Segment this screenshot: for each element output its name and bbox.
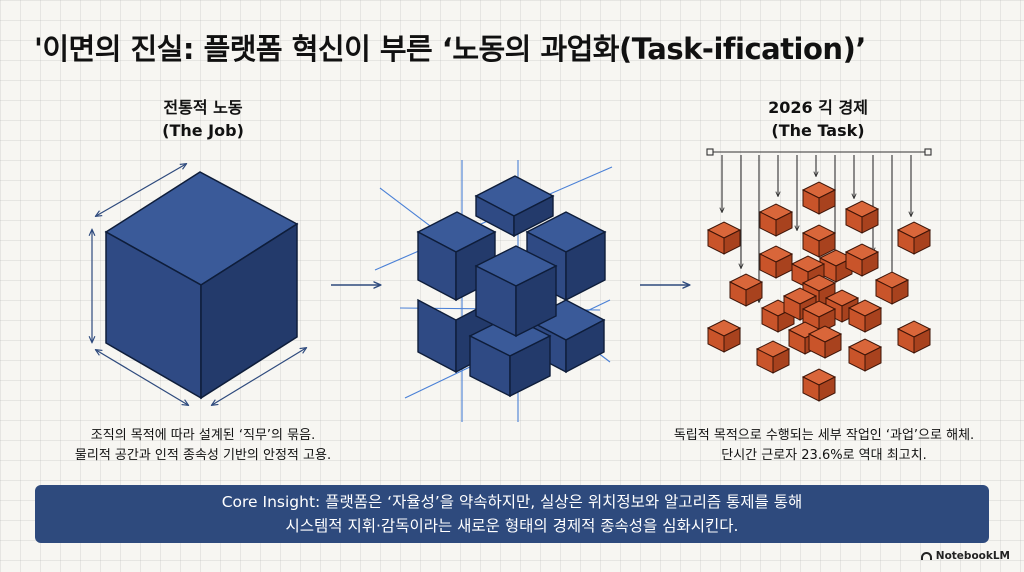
- traditional-labor-description: 조직의 목적에 따라 설계된 ‘직무’의 묶음. 물리적 공간과 인적 종속성 …: [3, 426, 403, 466]
- notebooklm-logo-icon: [920, 552, 932, 560]
- core-insight-panel: Core Insight: 플랫폼은 ‘자율성’을 약속하지만, 실상은 위치정…: [35, 485, 989, 543]
- page-title: '이면의 진실: 플랫폼 혁신이 부른 ‘노동의 과업화(Task-ificat…: [34, 32, 866, 66]
- gig-economy-description-line2: 단시간 근로자 23.6%로 역대 최고치.: [721, 448, 927, 463]
- task-cubes: [706, 181, 932, 402]
- task-cube: [706, 319, 742, 353]
- gig-economy-heading: 2026 긱 경제 (The Task): [718, 96, 918, 142]
- task-cube: [844, 243, 880, 277]
- task-cube: [844, 200, 880, 234]
- traditional-labor-description-line1: 조직의 목적에 따라 설계된 ‘직무’의 묶음.: [90, 428, 316, 443]
- job-cube: [104, 171, 299, 400]
- brand-label: NotebookLM: [935, 550, 1010, 562]
- traditional-labor-description-line2: 물리적 공간과 인적 종속성 기반의 안정적 고용.: [74, 448, 332, 463]
- notebooklm-brand: NotebookLM: [920, 550, 1010, 562]
- fragmenting-cube: [374, 160, 613, 422]
- task-cube: [896, 320, 932, 354]
- gig-economy-description-line1: 독립적 목적으로 수행되는 세부 작업인 ‘과업’으로 해체.: [673, 428, 975, 443]
- task-cube: [847, 338, 883, 372]
- task-cube: [801, 368, 837, 402]
- gig-economy-description: 독립적 목적으로 수행되는 세부 작업인 ‘과업’으로 해체. 단시간 근로자 …: [624, 426, 1024, 466]
- task-cube: [755, 340, 791, 374]
- task-cube: [728, 273, 764, 307]
- task-cube: [896, 221, 932, 255]
- traditional-labor-heading-line2: (The Job): [162, 121, 244, 140]
- core-insight-line2: 시스템적 지휘·감독이라는 새로운 형태의 경제적 종속성을 심화시킨다.: [285, 517, 739, 535]
- task-cube: [807, 325, 843, 359]
- task-cube: [874, 271, 910, 305]
- task-cube: [706, 221, 742, 255]
- task-cube: [847, 299, 883, 333]
- task-cube: [758, 203, 794, 237]
- traditional-labor-heading-line1: 전통적 노동: [163, 98, 243, 117]
- core-insight-line1: Core Insight: 플랫폼은 ‘자율성’을 약속하지만, 실상은 위치정…: [221, 493, 803, 511]
- task-cube: [801, 224, 837, 258]
- dimension-arrows: [92, 164, 306, 405]
- task-cube: [801, 181, 837, 215]
- gig-economy-heading-line2: (The Task): [771, 121, 865, 140]
- task-cube: [758, 245, 794, 279]
- traditional-labor-heading: 전통적 노동 (The Job): [103, 96, 303, 142]
- gig-economy-heading-line1: 2026 긱 경제: [768, 98, 868, 117]
- task-cube: [782, 287, 818, 321]
